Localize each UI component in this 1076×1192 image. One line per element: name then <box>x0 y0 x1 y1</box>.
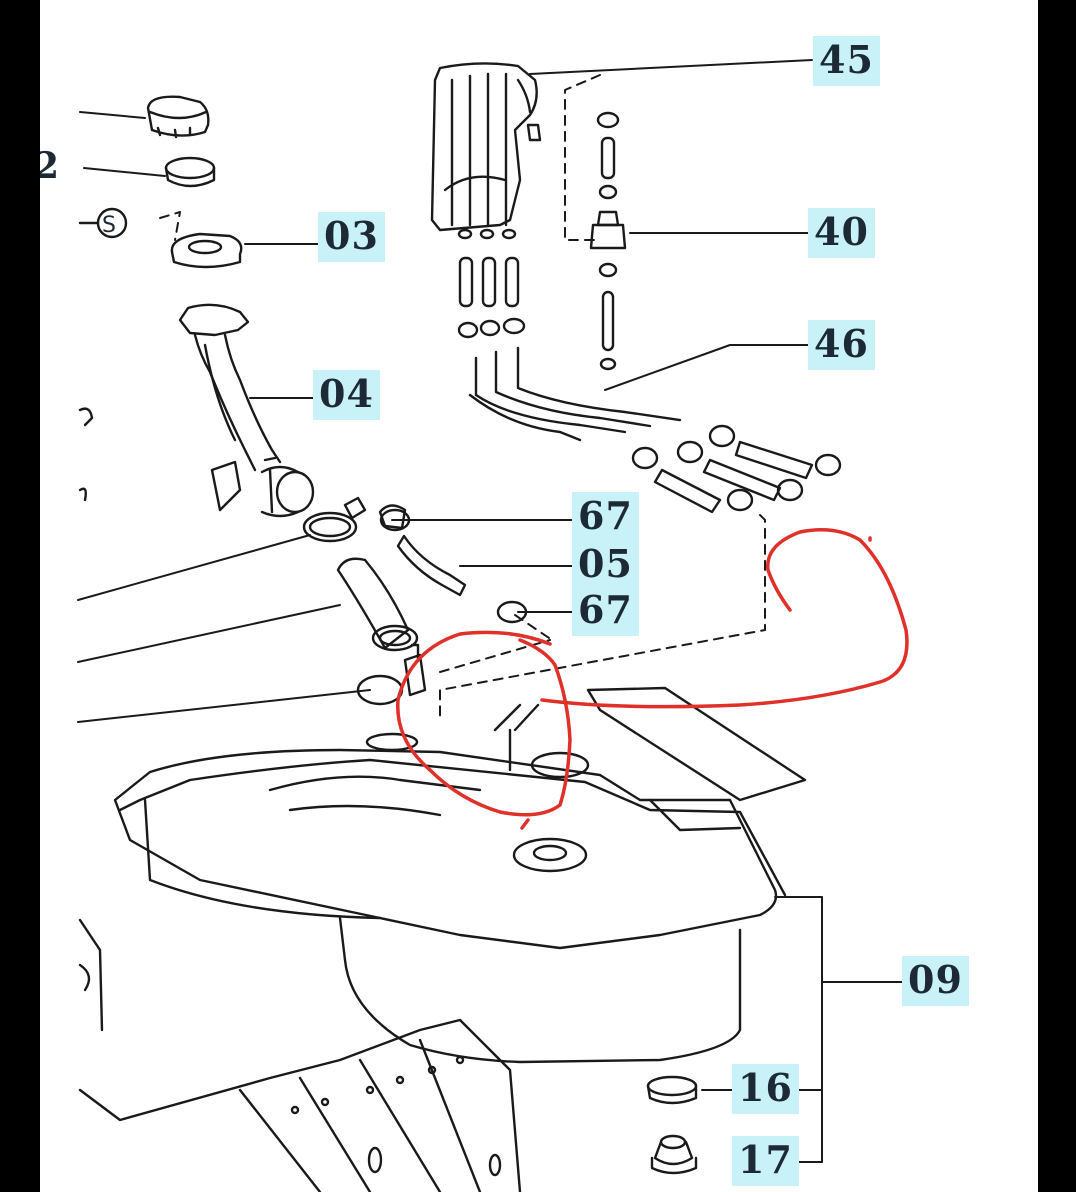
filler-neck <box>178 303 315 518</box>
hose-clamp <box>302 496 367 543</box>
fuel-tank <box>113 686 807 1064</box>
callout-67-upper: 67 <box>572 492 639 542</box>
fuel-lines <box>468 346 682 442</box>
callout-17: 17 <box>732 1136 799 1186</box>
callout-05: 05 <box>572 540 639 590</box>
fuel-filter-chain <box>589 111 627 371</box>
callout-67-lower: 67 <box>572 586 639 636</box>
diagram-page: 45 03 40 46 04 67 05 67 09 16 17 2 S <box>40 0 1038 1192</box>
grommet-16 <box>646 1075 698 1105</box>
callout-46: 46 <box>808 320 875 370</box>
callout-16: 16 <box>732 1064 799 1114</box>
red-annotation <box>396 528 909 830</box>
callout-04: 04 <box>313 370 380 420</box>
callout-03: 03 <box>318 212 385 262</box>
small-clamps <box>378 504 407 530</box>
cap-gasket <box>164 156 216 188</box>
callout-40: 40 <box>808 208 875 258</box>
left-edge-fragments <box>78 407 94 502</box>
clamp-hose-group <box>631 424 842 514</box>
vertical-tubes <box>457 256 526 339</box>
leader-lines <box>77 59 903 1163</box>
callout-09: 09 <box>902 956 969 1006</box>
fuel-tank-exploded-diagram <box>77 59 909 1192</box>
callout-45: 45 <box>813 36 880 86</box>
symbol-s-label: S <box>102 213 116 238</box>
filler-hose <box>336 557 419 652</box>
bracket-bolt <box>403 643 427 697</box>
filler-cap <box>146 95 210 139</box>
sender-unit <box>430 62 542 240</box>
grommet-17 <box>650 1134 698 1175</box>
tank-cradle <box>78 918 522 1192</box>
breather-hose <box>379 508 528 624</box>
gasket-03 <box>170 232 243 269</box>
callout-fragment-left: 2 <box>40 145 60 187</box>
